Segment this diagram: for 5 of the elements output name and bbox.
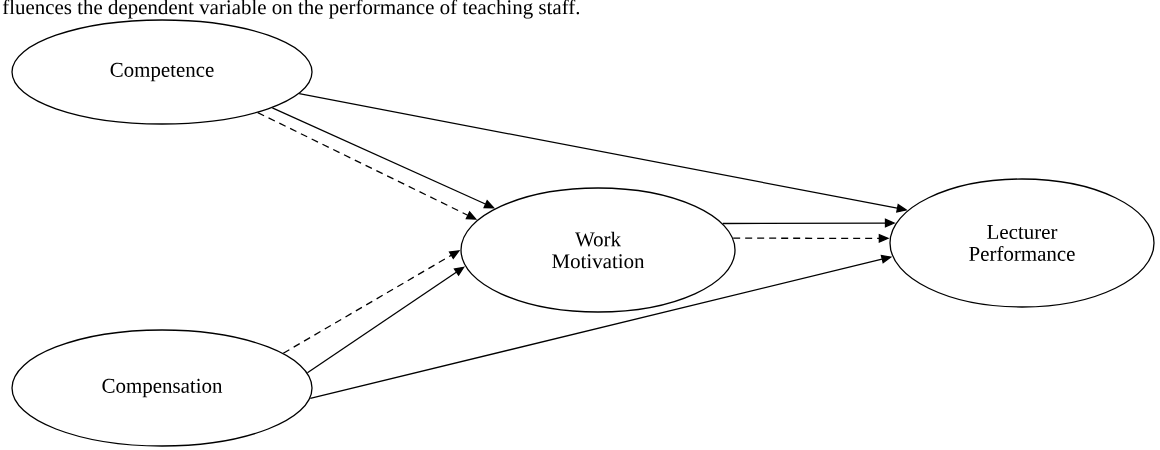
ellipse-node: Compensation bbox=[11, 329, 313, 447]
arrow bbox=[271, 107, 495, 209]
ellipse-node: Work Motivation bbox=[460, 187, 736, 313]
ellipse-node: Competence bbox=[11, 19, 313, 125]
ellipse-node: Lecturer Performance bbox=[889, 178, 1155, 308]
